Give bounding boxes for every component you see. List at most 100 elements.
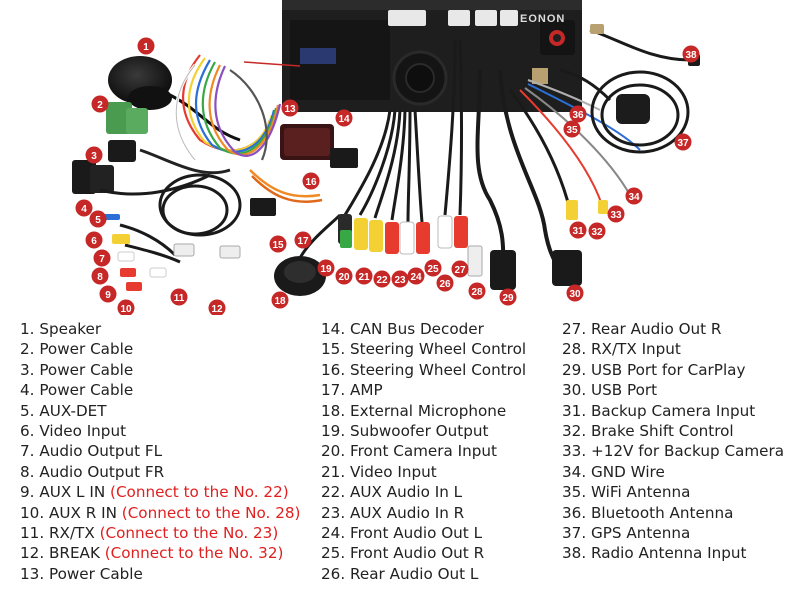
svg-text:27: 27 [454,265,466,276]
aux-cable-coil [119,173,242,264]
badge-15: 15 [269,235,287,253]
badge-7: 7 [93,249,111,267]
legend-item: 3. Power Cable [20,360,134,379]
svg-text:6: 6 [91,236,97,247]
rca-bundle-center [338,39,483,277]
svg-text:24: 24 [410,272,422,283]
legend-item: 21. Video Input [321,462,437,481]
svg-text:15: 15 [272,240,284,251]
badge-34: 34 [625,187,643,205]
badge-36: 36 [569,105,587,123]
parts-legend: 1. Speaker 2. Power Cable 3. Power Cable… [0,319,800,597]
badge-3: 3 [85,146,103,164]
legend-item: 5. AUX-DET [20,401,107,420]
badge-31: 31 [569,221,587,239]
svg-text:23: 23 [394,275,406,286]
svg-text:34: 34 [628,192,640,203]
legend-item: 26. Rear Audio Out L [321,564,479,583]
badge-11: 11 [170,288,188,306]
badge-18: 18 [271,291,289,309]
legend-column-2: 14. CAN Bus Decoder 15. Steering Wheel C… [321,319,526,584]
legend-item: 15. Steering Wheel Control [321,340,527,359]
svg-text:26: 26 [439,279,451,290]
svg-text:3: 3 [91,151,97,162]
brand-logo: EONON [520,13,565,25]
badge-35: 35 [563,120,581,138]
backup-camera-plugs [566,190,636,220]
badge-24: 24 [407,267,425,285]
badge-27: 27 [451,260,469,278]
head-unit: EONON [282,0,582,112]
badge-6: 6 [85,231,103,249]
legend-item: 2. Power Cable [20,340,134,359]
legend-item: 33. +12V for Backup Camera [562,442,785,461]
svg-text:4: 4 [81,204,87,215]
legend-item: 19. Subwoofer Output [321,422,489,441]
svg-text:38: 38 [685,50,697,61]
svg-text:5: 5 [95,215,101,226]
legend-column-3: 27. Rear Audio Out R 28. RX/TX Input 29.… [562,319,784,564]
legend-item: 27. Rear Audio Out R [562,320,722,338]
legend-item: 28. RX/TX Input [562,340,681,359]
svg-text:35: 35 [566,125,578,136]
badge-30: 30 [566,284,584,302]
legend-item: 23. AUX Audio In R [321,503,465,522]
legend-item: 38. Radio Antenna Input [562,544,747,563]
number-badges: 1 2 3 4 5 6 7 8 9 10 11 12 13 14 15 16 1… [75,37,700,315]
svg-text:11: 11 [174,293,185,304]
badge-20: 20 [335,267,353,285]
badge-37: 37 [674,133,692,151]
legend-item: 22. AUX Audio In L [321,483,463,502]
rca-plugs-left [104,214,241,291]
badge-8: 8 [91,267,109,285]
badge-17: 17 [294,231,312,249]
legend-item: 25. Front Audio Out R [321,544,485,563]
legend-item: 1. Speaker [20,320,102,338]
legend-item: 30. USB Port [562,381,658,400]
svg-text:17: 17 [297,236,309,247]
badge-29: 29 [499,288,517,306]
svg-text:31: 31 [572,226,584,237]
svg-text:21: 21 [358,272,370,283]
svg-text:25: 25 [427,264,439,275]
badge-23: 23 [391,270,409,288]
svg-text:13: 13 [284,104,296,115]
wiring-diagram: EONON [72,0,700,315]
badge-25: 25 [424,259,442,277]
legend-item: 16. Steering Wheel Control [321,360,527,379]
svg-text:28: 28 [471,287,483,298]
badge-14: 14 [335,109,353,127]
legend-item: 7. Audio Output FL [20,442,163,461]
svg-text:20: 20 [338,272,350,283]
legend-item: 32. Brake Shift Control [562,422,734,441]
svg-text:22: 22 [376,275,388,286]
badge-28: 28 [468,282,486,300]
svg-text:29: 29 [502,293,514,304]
legend-item: 20. Front Camera Input [321,442,497,461]
badge-33: 33 [607,205,625,223]
badge-19: 19 [317,259,335,277]
svg-text:14: 14 [338,114,350,125]
legend-item: 10. AUX R IN (Connect to the No. 28) [20,503,301,522]
svg-text:32: 32 [591,227,603,238]
svg-text:7: 7 [99,254,105,265]
legend-item: 11. RX/TX (Connect to the No. 23) [20,524,279,543]
svg-text:10: 10 [120,304,132,315]
usb-plugs [490,250,582,290]
legend-item: 13. Power Cable [20,564,143,583]
badge-13: 13 [281,99,299,117]
svg-text:19: 19 [320,264,332,275]
legend-item: 37. GPS Antenna [562,524,691,543]
legend-item: 8. Audio Output FR [20,462,165,481]
legend-item: 29. USB Port for CarPlay [562,360,746,379]
svg-text:12: 12 [211,304,223,315]
legend-item: 12. BREAK (Connect to the No. 32) [20,544,284,563]
legend-item: 4. Power Cable [20,381,134,400]
legend-item: 9. AUX L IN (Connect to the No. 22) [20,483,289,502]
svg-text:36: 36 [572,110,584,121]
radio-antenna-cable [589,24,700,66]
wire-bundle [99,54,282,196]
external-microphone [274,213,342,296]
svg-text:37: 37 [677,138,689,149]
gps-antenna [559,68,690,154]
